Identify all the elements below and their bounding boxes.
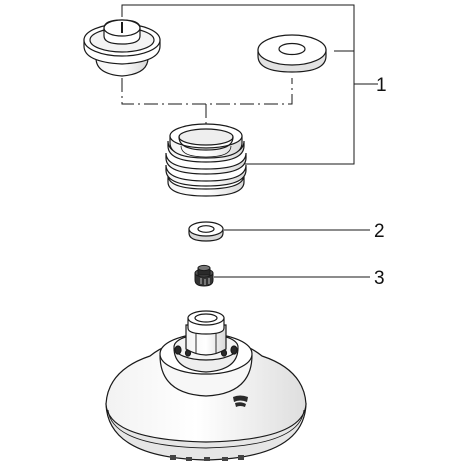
flow-restrictor-part	[194, 264, 214, 287]
shower-head-part	[105, 310, 307, 461]
brand-logo-mark	[233, 395, 248, 407]
callout-3-label: 3	[374, 268, 385, 289]
assembly-center-lines	[121, 78, 293, 126]
washer-part	[188, 221, 224, 242]
cover-ring-part	[257, 34, 327, 73]
callout-2-label: 2	[374, 221, 385, 242]
threaded-sleeve-part	[165, 123, 247, 197]
callout-1-label: 1	[376, 75, 387, 96]
cap-insert-part	[83, 19, 161, 77]
callout-1-bracket	[121, 4, 378, 165]
